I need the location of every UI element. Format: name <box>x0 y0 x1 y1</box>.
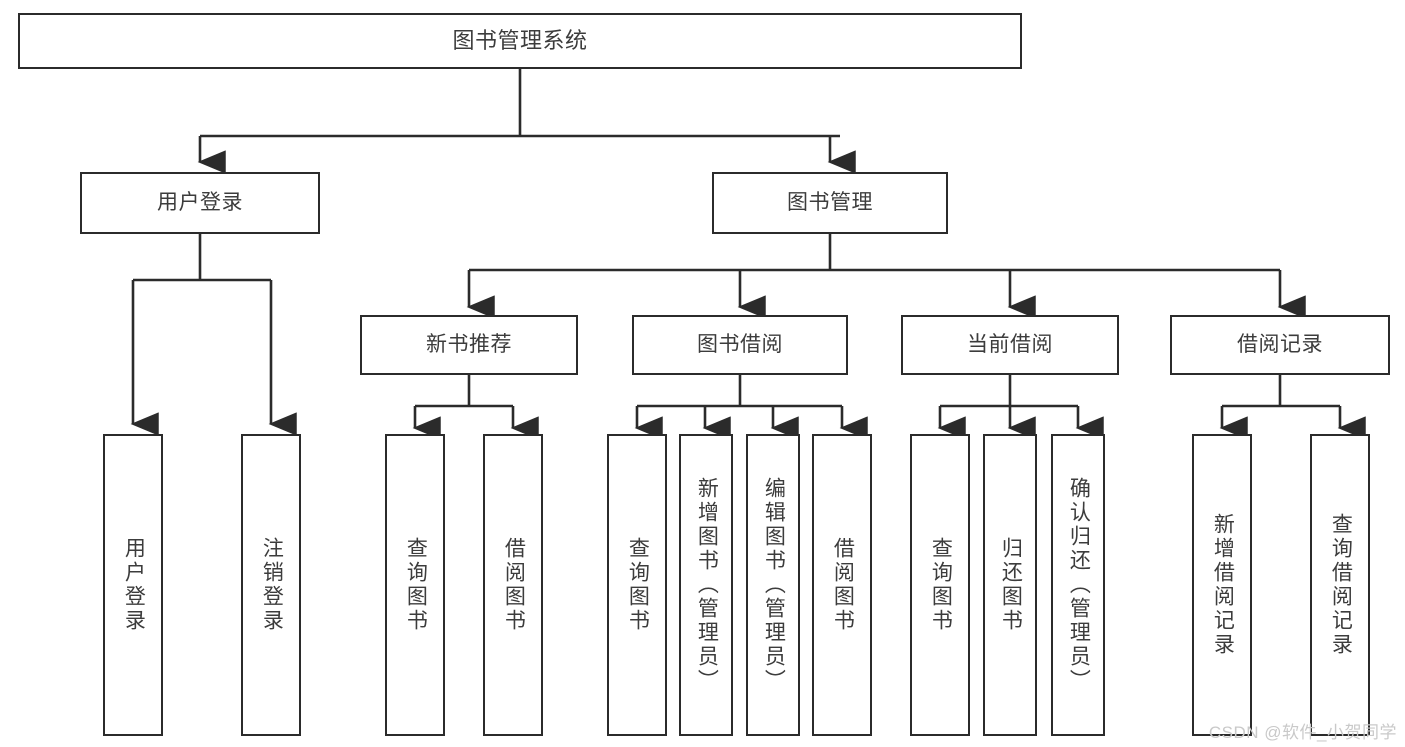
leaf-borrow-record-query[interactable]: 查询借阅记录 <box>1310 434 1370 736</box>
node-label: 查询图书 <box>404 537 428 633</box>
node-label: 查询图书 <box>626 537 650 633</box>
leaf-user-login-login[interactable]: 用户登录 <box>103 434 163 736</box>
leaf-borrow-record-add[interactable]: 新增借阅记录 <box>1192 434 1252 736</box>
node-new-book-recommend[interactable]: 新书推荐 <box>360 315 578 375</box>
node-label: 用户登录 <box>122 537 146 633</box>
node-label: 编辑图书（管理员） <box>762 477 786 693</box>
node-label: 图书借阅 <box>697 333 783 357</box>
leaf-current-borrow-query[interactable]: 查询图书 <box>910 434 970 736</box>
node-label: 当前借阅 <box>967 333 1053 357</box>
node-label: 注销登录 <box>260 537 284 633</box>
node-borrow-record[interactable]: 借阅记录 <box>1170 315 1390 375</box>
node-root-book-management-system[interactable]: 图书管理系统 <box>18 13 1022 69</box>
node-label: 借阅图书 <box>502 537 526 633</box>
node-label: 新书推荐 <box>426 333 512 357</box>
node-label: 查询借阅记录 <box>1329 513 1353 657</box>
leaf-book-borrow-edit[interactable]: 编辑图书（管理员） <box>746 434 800 736</box>
node-label: 借阅记录 <box>1237 333 1323 357</box>
node-label: 新增图书（管理员） <box>695 477 719 693</box>
leaf-current-borrow-return[interactable]: 归还图书 <box>983 434 1037 736</box>
node-label: 图书管理 <box>787 191 873 215</box>
leaf-user-login-logout[interactable]: 注销登录 <box>241 434 301 736</box>
node-current-borrow[interactable]: 当前借阅 <box>901 315 1119 375</box>
node-user-login[interactable]: 用户登录 <box>80 172 320 234</box>
leaf-book-borrow-borrow[interactable]: 借阅图书 <box>812 434 872 736</box>
node-label: 图书管理系统 <box>452 27 588 53</box>
leaf-current-borrow-confirm-return[interactable]: 确认归还（管理员） <box>1051 434 1105 736</box>
node-book-borrow[interactable]: 图书借阅 <box>632 315 848 375</box>
leaf-new-book-query[interactable]: 查询图书 <box>385 434 445 736</box>
leaf-book-borrow-query[interactable]: 查询图书 <box>607 434 667 736</box>
node-label: 查询图书 <box>929 537 953 633</box>
watermark-text: CSDN @软件_小贺同学 <box>1208 723 1397 742</box>
node-label: 用户登录 <box>157 191 243 215</box>
node-label: 新增借阅记录 <box>1211 513 1235 657</box>
leaf-book-borrow-add[interactable]: 新增图书（管理员） <box>679 434 733 736</box>
node-label: 确认归还（管理员） <box>1067 477 1091 693</box>
node-book-management[interactable]: 图书管理 <box>712 172 948 234</box>
leaf-new-book-borrow[interactable]: 借阅图书 <box>483 434 543 736</box>
node-label: 借阅图书 <box>831 537 855 633</box>
node-label: 归还图书 <box>999 537 1023 633</box>
